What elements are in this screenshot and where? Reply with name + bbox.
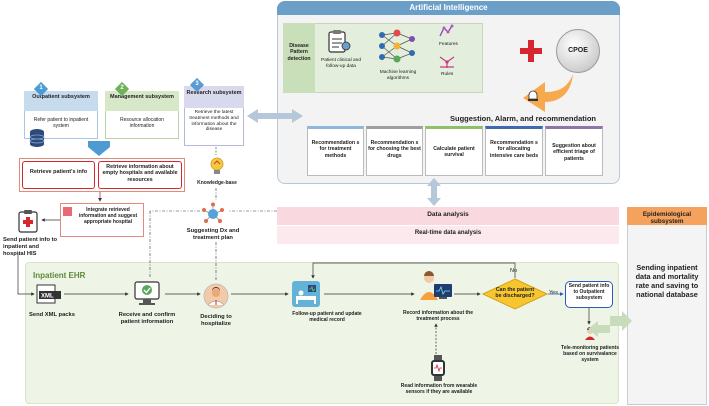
- realtime-analysis-label: Real-time data analysis: [414, 230, 482, 236]
- disease-pattern-label: Disease Pattern detection: [287, 43, 311, 62]
- ai-header: [277, 1, 620, 15]
- discharge-diamond: [482, 278, 548, 310]
- rec-icu-beds-label: Recommendation s for allocating intensiv…: [489, 140, 539, 159]
- disease-pattern-label-bg: [283, 23, 315, 93]
- outpatient-body: Refer patient to inpatient system: [33, 117, 89, 129]
- deciding-label: Deciding to hospitalize: [200, 314, 232, 327]
- knowledge-base-icon: [209, 156, 225, 176]
- wearable-icon: [429, 355, 447, 381]
- rec-triage: [545, 126, 603, 176]
- research-number: 3: [195, 81, 199, 87]
- retrieve-hospitals-info-label: Retrieve information about empty hospita…: [102, 164, 178, 183]
- management-body: Resource allocation information: [120, 117, 164, 129]
- patient-data-label: Patient clinical and follow-up data: [321, 58, 361, 69]
- record-info-icon: [417, 270, 453, 306]
- data-analysis-band: [277, 207, 619, 225]
- discharge-no-label: No: [510, 268, 518, 274]
- database-icon: [28, 128, 46, 148]
- management-header: [105, 91, 179, 111]
- outpatient-number: 1: [39, 85, 43, 91]
- xml-icon: XML: [36, 284, 62, 304]
- cpoe-circle: [556, 29, 600, 73]
- discharge-yes-label: Yes: [549, 290, 558, 296]
- features-icon: [438, 24, 456, 38]
- epidemiological-panel: [627, 207, 707, 405]
- epidemiological-body: Sending inpatient data and mortality rat…: [635, 263, 699, 299]
- rules-label: Rules: [441, 72, 454, 77]
- integrate-marker: [63, 207, 72, 216]
- outpatient-title: Outpatient subsystem: [32, 94, 90, 100]
- suggestion-title: Suggestion, Alarm, and recommendation: [450, 114, 596, 123]
- data-analysis-title: Data analysis: [427, 211, 469, 218]
- doctor-icon: [203, 283, 229, 309]
- patient-data-icon: [327, 28, 351, 54]
- rec-treatment-methods: [307, 126, 364, 176]
- rec-icu-beds: [485, 126, 543, 176]
- research-header: [184, 86, 244, 108]
- cpoe-label: CPOE: [568, 47, 588, 54]
- inpatient-ehr-title: Inpatient EHR: [33, 271, 86, 280]
- rules-icon: [438, 55, 456, 69]
- management-number: 2: [120, 85, 124, 91]
- machine-learning-label: Machine learning algorithms: [379, 70, 417, 81]
- rec-patient-survival: [425, 126, 483, 176]
- send-outpatient-box: [565, 281, 613, 308]
- features-label: Features: [439, 42, 458, 47]
- integrate-label: Integrate retrieved information and sugg…: [78, 207, 138, 225]
- epidemiological-title: Epidemiological subsystem: [642, 211, 692, 225]
- send-outpatient-label: Send patient info to Outpatient subsyste…: [568, 283, 610, 301]
- management-title: Management subsystem: [110, 94, 174, 100]
- machine-learning-icon: [376, 25, 418, 67]
- send-patient-info-label: Send patient info to inpatient and hospi…: [3, 237, 58, 257]
- plus-icon: [519, 39, 543, 63]
- followup-label: Follow-up patient and update medical rec…: [292, 311, 362, 323]
- send-xml-label: Send XML packs: [29, 312, 75, 318]
- discharge-question: Can the patient be discharged?: [495, 287, 535, 300]
- rec-triage-label: Suggestion about efficient triage of pat…: [552, 143, 596, 162]
- realtime-band: [277, 226, 619, 244]
- rec-treatment-methods-label: Recommendation s for treatment methods: [311, 140, 360, 159]
- rec-best-drugs-label: Recommendation s for choosing the best d…: [368, 140, 421, 159]
- research-title: Research subsystem: [186, 90, 242, 96]
- research-body: Retrieve the latest treatment methods an…: [189, 110, 239, 133]
- followup-icon: [291, 280, 321, 308]
- telemonitor-icon: [583, 326, 597, 340]
- record-info-label: Record information about the treatment p…: [403, 310, 473, 322]
- knowledge-base-label: Knowledge-base: [197, 180, 237, 186]
- retrieve-patient-info: [22, 161, 95, 189]
- wearable-label: Read information from wearable sensors i…: [400, 383, 478, 395]
- telemonitor-label: Tele-monitoring patients based on surviv…: [561, 345, 619, 363]
- receive-confirm-icon: [132, 280, 162, 308]
- retrieve-hospitals-info: [98, 161, 182, 189]
- integrate-panel: [60, 203, 144, 237]
- receive-confirm-label: Receive and confirm patient information: [118, 312, 176, 325]
- orange-arrow-icon: [495, 72, 575, 112]
- alarm-icon: [526, 89, 540, 103]
- ai-title: Artificial Intelligence: [409, 3, 488, 12]
- suggesting-dx-label: Suggesting Dx and treatment plan: [186, 228, 240, 241]
- outpatient-header: [24, 91, 98, 111]
- rec-patient-survival-label: Calculate patient survival: [433, 146, 475, 159]
- rec-best-drugs: [366, 126, 423, 176]
- suggesting-dx-icon: [200, 202, 226, 226]
- send-patient-info-icon: [18, 209, 38, 233]
- svg-text:XML: XML: [41, 294, 54, 300]
- epidemiological-header: [627, 207, 707, 225]
- retrieve-patient-info-label: Retrieve patient's info: [29, 169, 88, 175]
